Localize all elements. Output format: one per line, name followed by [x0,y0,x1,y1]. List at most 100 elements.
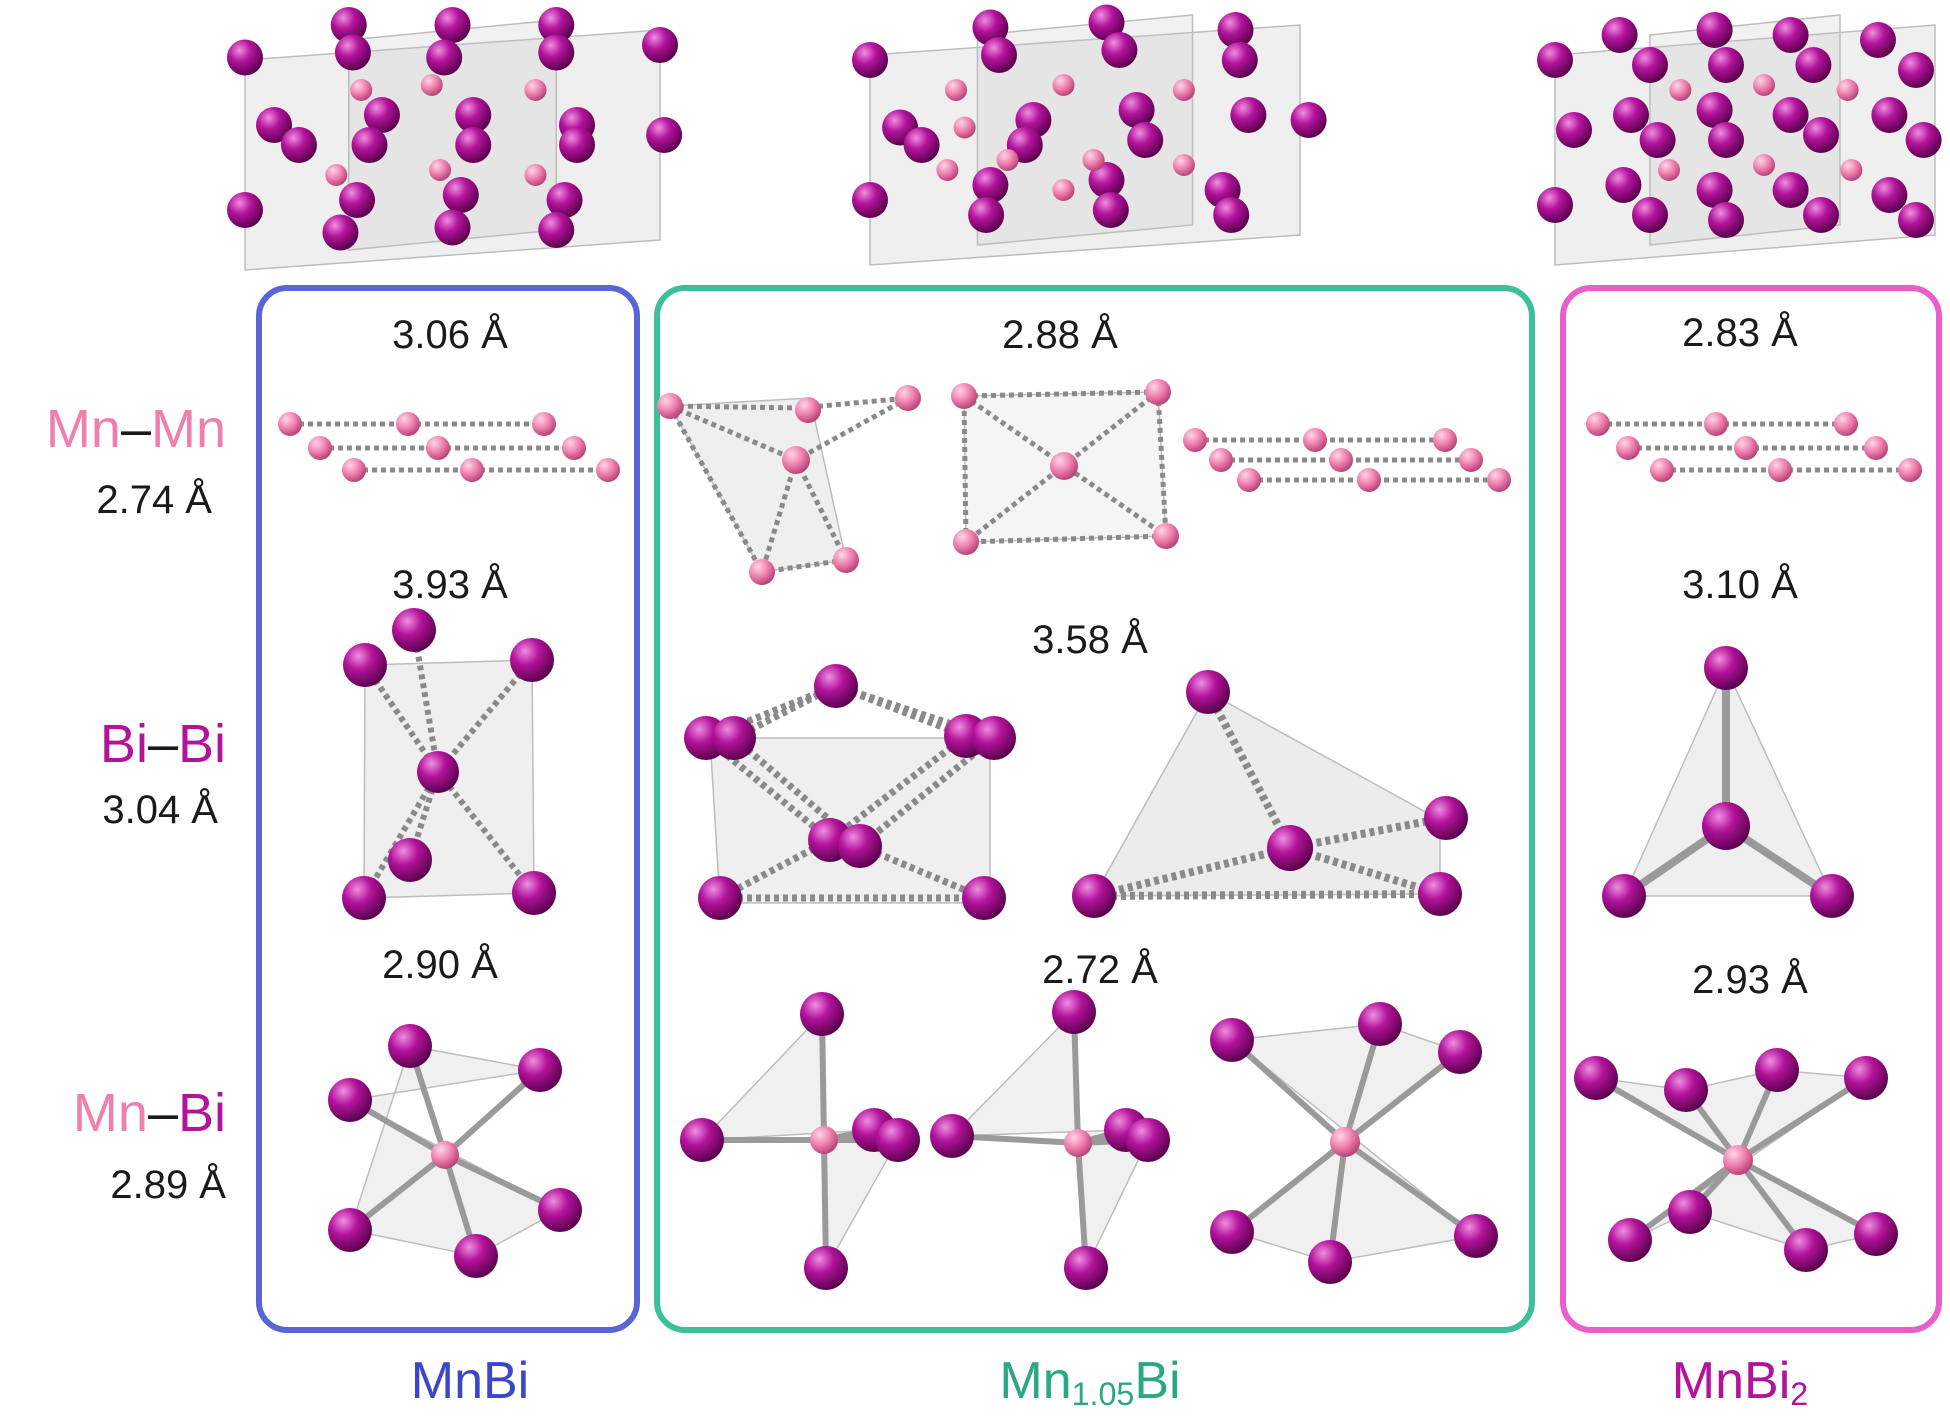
mn-atom [1329,448,1353,472]
bi-atom [698,876,742,920]
caption-mnbi2: MnBi2 [1530,1355,1950,1410]
row-value-mn-bi: 2.89 Å [110,1163,226,1207]
dashed-bond [794,395,910,463]
dash: – [147,1083,178,1143]
row-label-bi-bi: Bi–Bi [0,717,226,771]
bi-atom [1664,1068,1708,1112]
bi-atom [1708,122,1744,158]
bi-atom [1844,1056,1888,1100]
bi-atom [1810,874,1854,918]
bi-atom [646,117,683,153]
mn105bi-bi-bi-distance: 3.58 Å [1032,618,1148,662]
mn-atom [951,383,977,409]
bi-atom [455,97,492,133]
bi-atom [1092,192,1129,228]
bi-atom [510,638,554,682]
mn-atom [1183,428,1207,452]
mn-atom [1064,1129,1092,1157]
bi-atom [1574,1056,1618,1100]
bi-atom [1871,177,1908,213]
bi-atom [1772,97,1809,133]
mn-atom [429,159,452,181]
bi-atom [1772,17,1809,53]
dashed-bond [793,458,849,562]
mn105bi-mn-bi-distance: 2.72 Å [1042,948,1158,992]
mn-atom [1209,448,1233,472]
mn-atom [532,412,556,436]
bi-atom [1898,202,1934,238]
mn-atom [1669,79,1692,101]
mn-atom [1898,458,1922,482]
bi-atom [968,197,1005,233]
bi-atom [1613,97,1649,133]
mn-atom [426,436,450,460]
bi-atom [1438,1030,1482,1074]
bi-atom [1267,825,1313,871]
mn-atom [1357,468,1381,492]
bi-atom [1088,4,1125,41]
row-label-mn-mn: Mn–Mn [0,402,226,456]
mn-atom [431,1141,459,1169]
bi-atom [1905,122,1942,158]
caption-mn105bi: Mn1.05Bi [880,1355,1300,1410]
solid-bond [1593,1075,1741,1163]
bi-atom [442,177,479,213]
mnbi2-mn-mn-distance: 2.83 Å [1682,311,1798,355]
mn-atom [1723,1145,1753,1175]
bi-symbol: Bi [177,1083,226,1143]
bi-atom [1608,1218,1652,1262]
solid-bond [1342,1049,1463,1145]
bi-atom [1639,122,1676,158]
bi-atom [1290,102,1327,138]
mn-atom [1650,458,1674,482]
bi-atom [334,34,371,71]
bi-atom [1803,197,1839,233]
bi-symbol: Bi [177,714,226,774]
bi-atom [1418,872,1462,916]
bi-atom [1605,167,1642,203]
mn-atom [460,458,484,482]
bi-atom [1308,1240,1352,1284]
bi-atom [1126,1118,1170,1162]
bi-atom [1186,670,1230,714]
mn-atom [1734,436,1758,460]
mn-atom [1658,159,1680,181]
bi-atom [1860,22,1896,58]
mn-atom [1836,79,1859,101]
bi-atom [1537,187,1573,223]
bi-atom [388,1024,432,1068]
bi-atom [1118,92,1155,128]
bi-atom [330,7,367,43]
bi-atom [417,751,459,793]
dashed-bond [669,403,801,411]
mn-atom [1330,1127,1360,1157]
mn-atom [810,1126,838,1154]
bi-atom [800,992,844,1036]
mn-symbol: Mn [45,399,121,459]
bi-atom [1101,32,1138,68]
bi-atom [434,7,471,43]
bi-atom [454,1234,498,1278]
bi-atom [642,27,678,63]
caption-mn105bi-b: Bi [1134,1352,1181,1410]
dashed-bond [759,459,799,573]
mn-atom [996,149,1019,171]
bi-atom [876,1118,920,1162]
bi-atom [1230,97,1267,133]
mn-atom [936,159,959,181]
bi-atom [227,39,263,76]
bi-atom [1708,202,1744,238]
dashed-bond [961,395,969,543]
bi-atom [712,716,756,760]
bi-atom [1795,47,1832,83]
mn-atom [1834,412,1858,436]
bi-atom [342,876,386,920]
bi-atom [1854,1212,1898,1256]
mn-atom [895,385,921,411]
mn105bi-panel [654,285,1535,1333]
mn-atom [1052,74,1075,96]
bi-atom [339,182,376,218]
mn-atom [524,79,547,101]
mnbi2-panel [1560,285,1942,1333]
mn-atom [562,436,586,460]
